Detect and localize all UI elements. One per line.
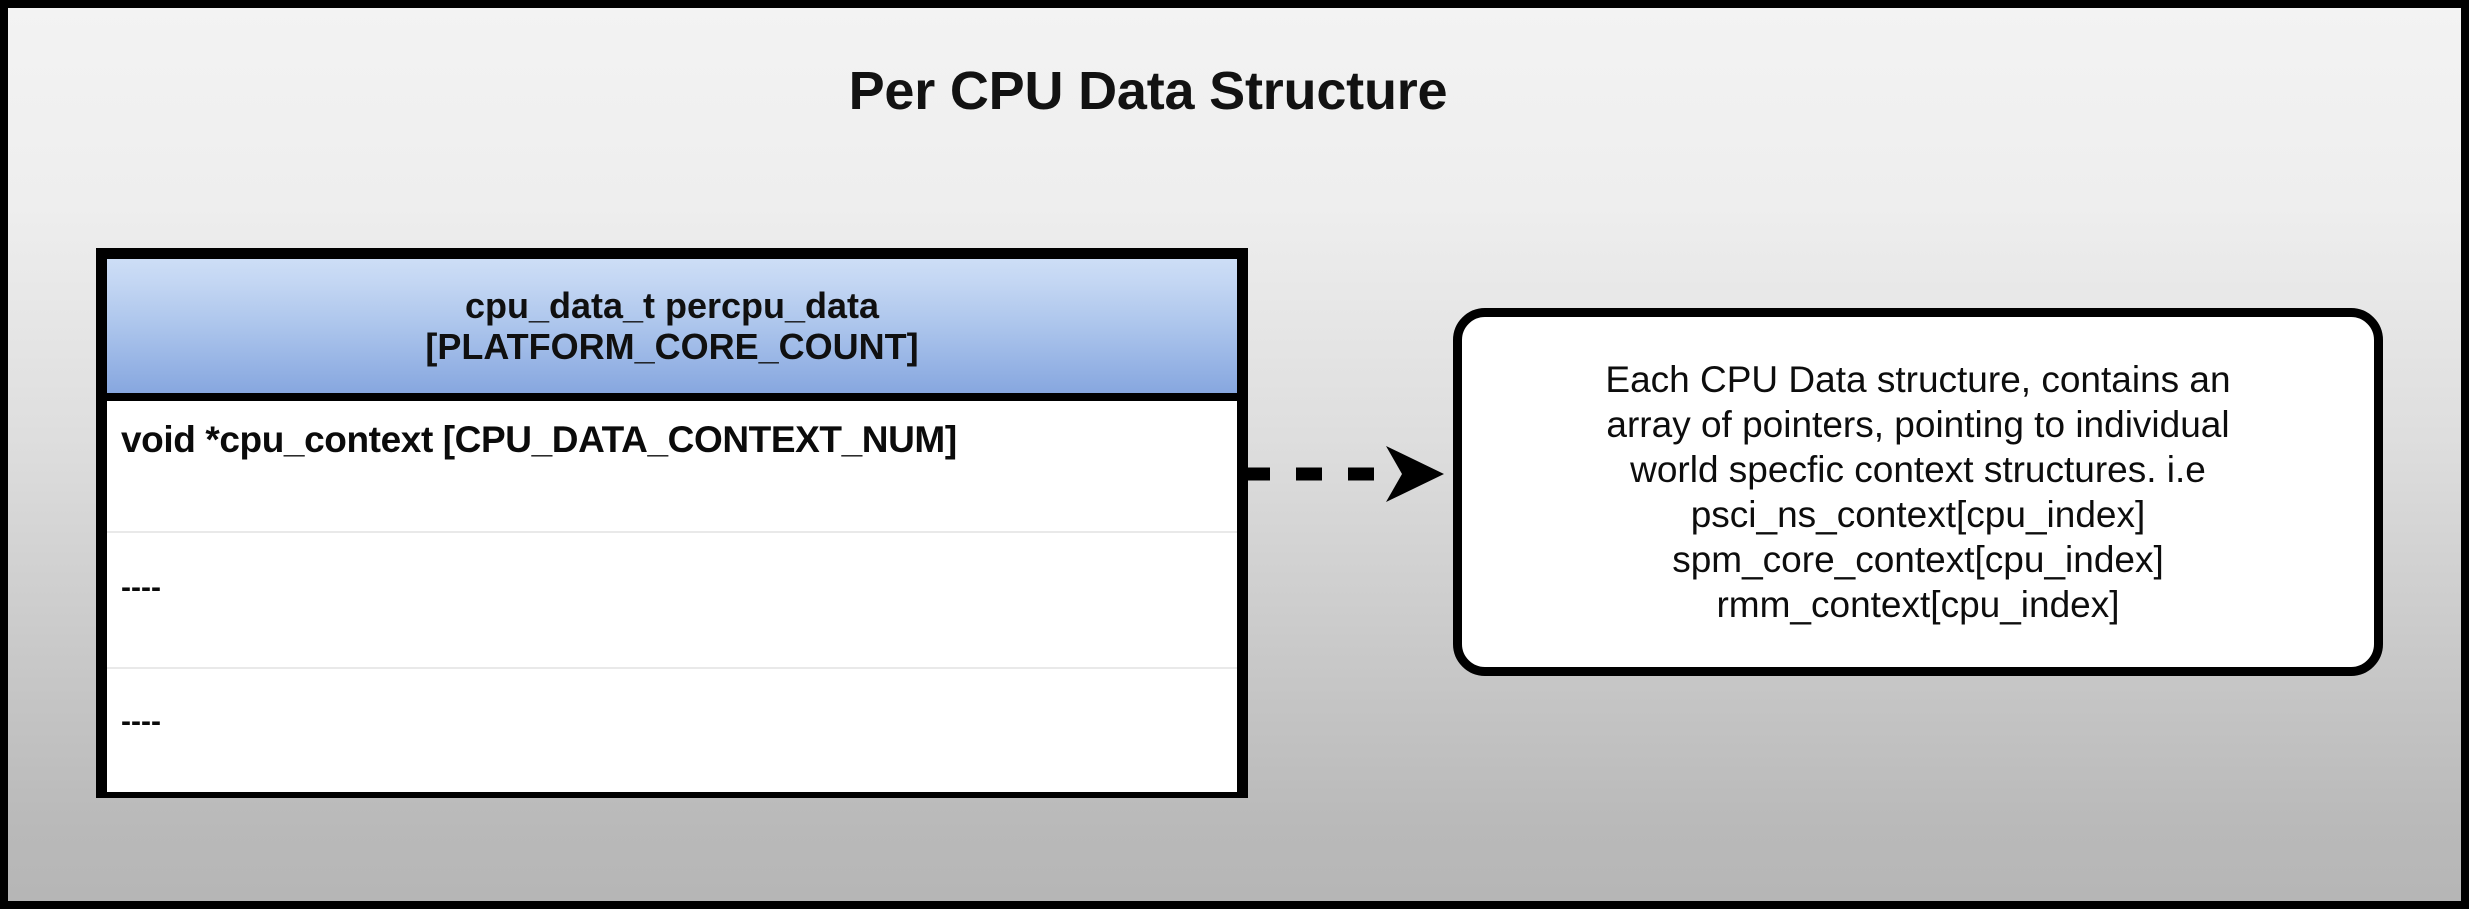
- struct-field-placeholder-1: ----: [121, 571, 161, 604]
- callout-line-4: psci_ns_context[cpu_index]: [1690, 494, 2146, 535]
- table-row: void *cpu_context [CPU_DATA_CONTEXT_NUM]: [107, 401, 1237, 531]
- table-row: ----: [107, 531, 1237, 667]
- table-row: ----: [107, 667, 1237, 792]
- struct-table-header: cpu_data_t percpu_data [PLATFORM_CORE_CO…: [107, 259, 1237, 401]
- struct-field-cpu-context: void *cpu_context [CPU_DATA_CONTEXT_NUM]: [121, 419, 957, 460]
- struct-field-placeholder-2: ----: [121, 705, 161, 738]
- callout-line-6: rmm_context[cpu_index]: [1716, 584, 2120, 626]
- page-title: Per CPU Data Structure: [848, 61, 1448, 121]
- callout-line-2: array of pointers, pointing to individua…: [1606, 403, 2230, 445]
- struct-header-line-1: cpu_data_t percpu_data: [464, 284, 880, 326]
- arrow-head: [1386, 446, 1444, 502]
- callout-line-5: spm_core_context[cpu_index]: [1672, 539, 2164, 581]
- callout-note: Each CPU Data structure, contains an arr…: [1453, 308, 2383, 676]
- struct-table: cpu_data_t percpu_data [PLATFORM_CORE_CO…: [96, 248, 1248, 798]
- callout-line-3: world specfic context structures. i.e: [1630, 448, 2206, 490]
- struct-header-line-2: [PLATFORM_CORE_COUNT]: [425, 326, 919, 367]
- dashed-arrow-icon: [1244, 446, 1444, 502]
- callout-line-1: Each CPU Data structure, contains an: [1605, 358, 2231, 400]
